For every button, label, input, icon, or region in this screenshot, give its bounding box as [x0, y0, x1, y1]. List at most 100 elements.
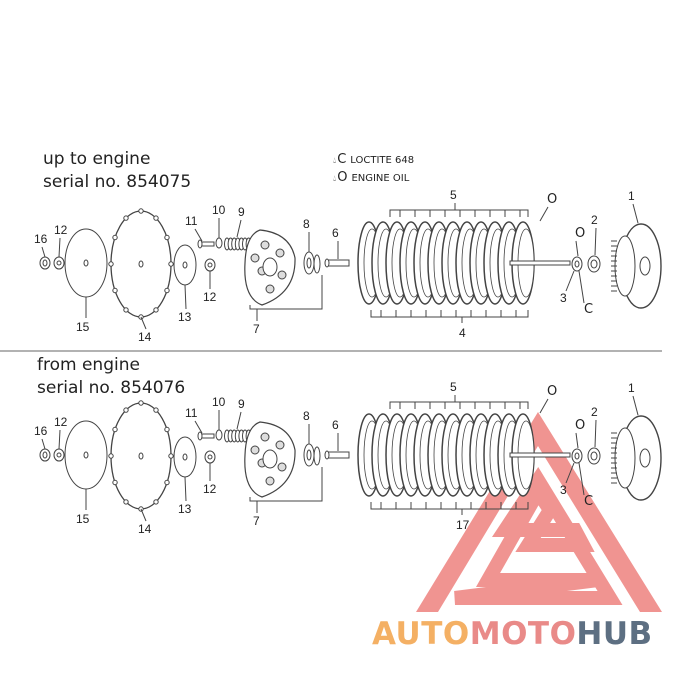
- callout-label-13: 13: [178, 502, 192, 516]
- bracket-line: [370, 502, 529, 510]
- leader-line: [41, 246, 46, 258]
- watermark-triangle-shape: [416, 412, 662, 612]
- section1-heading: up to engine serial no. 854075: [43, 148, 191, 194]
- legend-loctite-label: LOCTITE 648: [350, 155, 415, 166]
- gasket-bolt-hole: [138, 208, 144, 214]
- clutch-basket-part: [639, 448, 651, 468]
- leader-line: [236, 219, 242, 238]
- clutch-basket-part: [639, 256, 651, 276]
- leader-line: [58, 237, 61, 258]
- leader-line: [58, 429, 61, 450]
- bearing-part: [306, 257, 312, 269]
- callout-label-13: 13: [178, 310, 192, 324]
- leader-line: [236, 411, 242, 430]
- bolt-part: [197, 239, 203, 249]
- callout-oil-symbol: O: [547, 384, 557, 399]
- nut-part: [574, 260, 580, 268]
- callout-oil-symbol: O: [547, 192, 557, 207]
- bracket-line: [389, 401, 529, 409]
- callout-label-8: 8: [303, 217, 310, 231]
- callout-label-14: 14: [138, 522, 152, 536]
- gasket-bolt-hole: [153, 215, 159, 221]
- leader-line: [194, 420, 203, 434]
- callout-label-16: 16: [34, 424, 48, 438]
- pressure-plate-boss: [260, 240, 270, 250]
- callout-label-10: 10: [212, 395, 226, 409]
- callout-label-11: 11: [185, 406, 198, 420]
- callout-label-4: 17: [456, 518, 470, 532]
- watermark-logo-icon: [416, 412, 662, 612]
- clutch-basket-part: [614, 427, 636, 489]
- gasket-bolt-hole: [112, 287, 118, 294]
- callout-label-2: 2: [591, 213, 598, 227]
- callout-label-5: 5: [450, 380, 457, 394]
- watermark-part3: HUB: [576, 616, 653, 652]
- watermark-wordmark: AUTOMOTOHUB: [372, 616, 653, 652]
- leader-line: [539, 398, 549, 414]
- callout-label-7: 7: [253, 514, 260, 528]
- gasket-bolt-hole: [164, 479, 170, 486]
- callout-label-6: 6: [332, 418, 339, 432]
- callout-loctite-symbol: C: [584, 302, 593, 317]
- callout-label-5: 5: [450, 188, 457, 202]
- callout-label-10: 10: [212, 203, 226, 217]
- gasket-bolt-hole: [164, 426, 170, 433]
- disc-part: [182, 453, 188, 461]
- callout-label-7: 7: [253, 322, 260, 336]
- disc-part: [182, 261, 188, 269]
- spring-washer-part: [215, 237, 223, 249]
- callout-label-3: 3: [560, 483, 567, 497]
- callout-label-9: 9: [238, 397, 245, 411]
- callout-label-1: 1: [628, 189, 635, 203]
- bearing-part: [313, 446, 321, 466]
- callout-label-2: 2: [591, 405, 598, 419]
- nut-part: [42, 451, 48, 459]
- leader-line: [594, 227, 597, 256]
- pressure-plate-boss: [275, 248, 285, 258]
- washer-part: [207, 262, 213, 268]
- pressure-plate-boss: [250, 253, 260, 263]
- section2-heading-line1: from engine: [37, 355, 140, 375]
- gasket-bolt-hole: [153, 307, 159, 313]
- callout-oil-symbol: O: [575, 226, 585, 241]
- gasket-bolt-hole: [112, 479, 118, 486]
- gasket-part: [138, 452, 144, 460]
- gasket-part: [138, 260, 144, 268]
- leader-line: [575, 432, 579, 449]
- gasket-bolt-hole: [168, 453, 174, 459]
- nut-part: [574, 452, 580, 460]
- leader-line: [194, 228, 203, 242]
- callout-label-11: 11: [185, 214, 198, 228]
- gasket-bolt-hole: [153, 407, 159, 413]
- bearing-part: [306, 449, 312, 461]
- bracket-line: [249, 467, 323, 502]
- callout-label-8: 8: [303, 409, 310, 423]
- pushrod-part: [326, 259, 350, 267]
- spring-washer-part: [215, 429, 223, 441]
- shaft-part: [509, 452, 571, 458]
- gasket-bolt-hole: [123, 407, 129, 413]
- watermark-part2: MOTO: [469, 616, 577, 652]
- callout-label-1: 1: [628, 381, 635, 395]
- pushrod-part: [324, 450, 330, 460]
- callout-label-14: 14: [138, 330, 152, 344]
- leader-line: [632, 203, 639, 224]
- pressure-plate-boss: [260, 432, 270, 442]
- gasket-bolt-hole: [112, 234, 118, 241]
- watermark-inner-shape: [454, 466, 623, 605]
- bracket-line: [249, 275, 323, 310]
- gasket-bolt-hole: [164, 287, 170, 294]
- pressure-plate-boss: [265, 476, 275, 486]
- gasket-bolt-hole: [164, 234, 170, 241]
- section2-heading: from engine serial no. 854076: [37, 354, 185, 400]
- gasket-bolt-hole: [112, 426, 118, 433]
- callout-label-6: 6: [332, 226, 339, 240]
- nut-part: [42, 259, 48, 267]
- callout-oil-symbol: O: [575, 418, 585, 433]
- washer-part: [56, 452, 62, 458]
- legend-oil-label: ENGINE OIL: [351, 173, 410, 184]
